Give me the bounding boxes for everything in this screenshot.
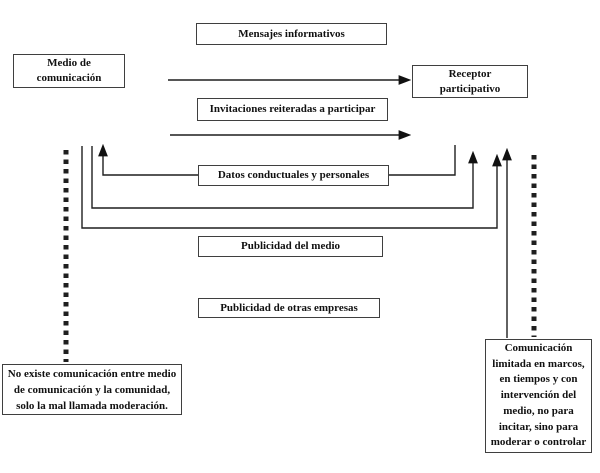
node-datos-conductuales: Datos conductuales y personales bbox=[198, 165, 389, 186]
node-comunicacion-limitada: Comunicación limitada en marcos, en tiem… bbox=[485, 339, 592, 453]
connector-datos-to-medio bbox=[98, 143, 198, 176]
connector-datos-to-receptor bbox=[389, 145, 456, 176]
node-receptor-participativo: Receptor participativo bbox=[412, 65, 528, 98]
node-no-existe-comunicacion: No existe comunicación entre medio de co… bbox=[2, 364, 182, 415]
node-mensajes-informativos: Mensajes informativos bbox=[196, 23, 387, 45]
node-medio-de-comunicacion: Medio de comunicación bbox=[13, 54, 125, 88]
connector-return-loop-inner bbox=[91, 146, 478, 209]
connector-return-loop-outer bbox=[81, 146, 502, 229]
node-publicidad-del-medio: Publicidad del medio bbox=[198, 236, 383, 257]
node-publicidad-otras-empresas: Publicidad de otras empresas bbox=[198, 298, 380, 318]
node-invitaciones-reiteradas: Invitaciones reiteradas a participar bbox=[197, 98, 388, 121]
